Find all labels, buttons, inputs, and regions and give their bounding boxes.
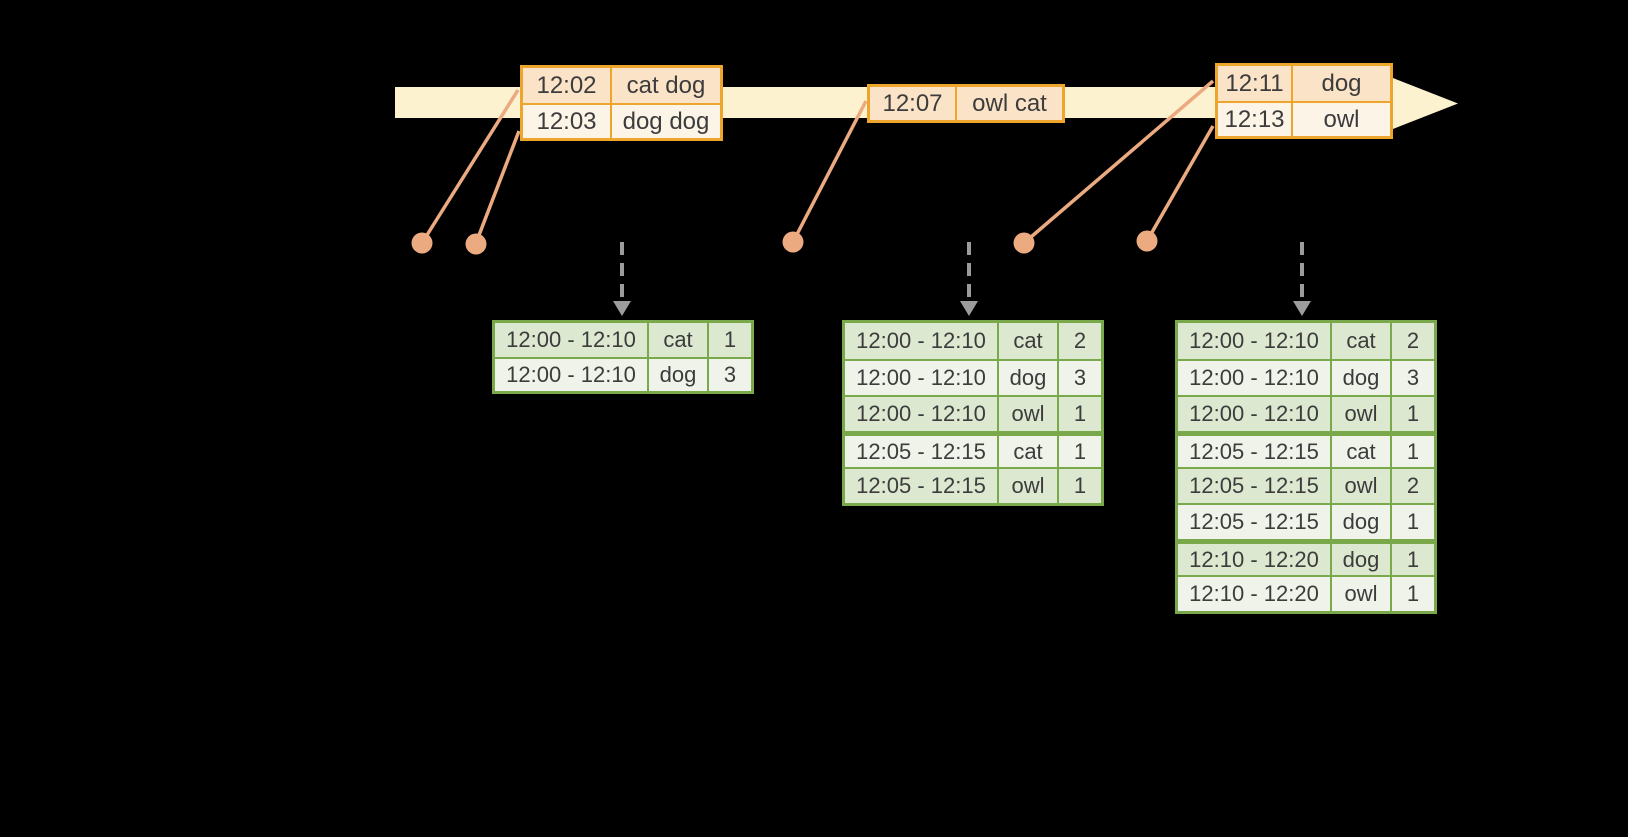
window-range: 12:00 - 12:10 [495,323,647,357]
event-connector-line [1145,125,1215,242]
event-connector-line [791,100,868,243]
count: 1 [1390,397,1434,431]
count: 1 [707,323,751,357]
result-row: 12:00 - 12:10 owl 1 [1178,395,1434,431]
window-range: 12:10 - 12:20 [1178,577,1330,611]
window-range: 12:00 - 12:10 [845,397,997,431]
window-range: 12:00 - 12:10 [1178,397,1330,431]
result-row: 12:00 - 12:10 dog 3 [845,359,1101,395]
event-words: owl [1291,103,1390,136]
word: owl [1330,577,1390,611]
event-words: dog dog [610,105,720,138]
window-range: 12:00 - 12:10 [845,323,997,359]
word: dog [997,361,1057,395]
event-words: dog [1291,66,1390,101]
event-connector-line [420,89,520,244]
word: owl [997,397,1057,431]
window-range: 12:05 - 12:15 [845,469,997,503]
count: 1 [1057,469,1101,503]
count: 3 [707,359,751,391]
trigger-arrow-icon [960,242,978,316]
count: 3 [1057,361,1101,395]
count: 1 [1390,544,1434,575]
word: cat [647,323,707,357]
trigger-arrow-icon [1293,242,1311,316]
event-row: 12:11 dog [1218,66,1390,101]
event-time: 12:13 [1218,103,1291,136]
event-row: 12:02 cat dog [523,68,720,103]
timeline-arrowhead-icon [1393,78,1458,129]
result-row: 12:05 - 12:15 dog 1 [1178,503,1434,539]
result-row: 12:10 - 12:20 owl 1 [1178,575,1434,611]
event-table-1: 12:02 cat dog 12:03 dog dog [520,65,723,141]
word: owl [1330,469,1390,503]
event-row: 12:13 owl [1218,101,1390,136]
word: owl [997,469,1057,503]
event-dot [465,233,487,255]
word: cat [997,323,1057,359]
result-row: 12:00 - 12:10 cat 2 [845,323,1101,359]
word: dog [1330,361,1390,395]
result-row: 12:00 - 12:10 cat 1 [495,323,751,357]
word: cat [1330,323,1390,359]
event-time: 12:11 [1218,66,1291,101]
result-row: 12:10 - 12:20 dog 1 [1178,539,1434,575]
result-row: 12:00 - 12:10 dog 3 [1178,359,1434,395]
window-range: 12:05 - 12:15 [845,436,997,467]
result-row: 12:00 - 12:10 dog 3 [495,357,751,391]
event-time: 12:02 [523,68,610,103]
word: owl [1330,397,1390,431]
result-table-1: 12:00 - 12:10 cat 1 12:00 - 12:10 dog 3 [492,320,754,394]
trigger-arrow-icon [613,242,631,316]
event-time: 12:03 [523,105,610,138]
trigger-arrows [613,242,1311,316]
window-range: 12:05 - 12:15 [1178,469,1330,503]
result-row: 12:00 - 12:10 cat 2 [1178,323,1434,359]
event-dots [411,230,1158,255]
window-range: 12:00 - 12:10 [1178,323,1330,359]
result-row: 12:05 - 12:15 cat 1 [845,431,1101,467]
result-row: 12:00 - 12:10 owl 1 [845,395,1101,431]
event-table-2: 12:07 owl cat [867,84,1065,123]
result-row: 12:05 - 12:15 owl 1 [845,467,1101,503]
count: 1 [1390,505,1434,539]
count: 2 [1390,323,1434,359]
event-connector-lines [420,79,1215,245]
event-dot [1136,230,1158,252]
count: 2 [1057,323,1101,359]
word: dog [1330,505,1390,539]
count: 1 [1390,436,1434,467]
word: cat [1330,436,1390,467]
word: dog [647,359,707,391]
result-table-3: 12:00 - 12:10 cat 2 12:00 - 12:10 dog 3 … [1175,320,1437,614]
event-row: 12:07 owl cat [870,87,1062,120]
event-words: cat dog [610,68,720,103]
count: 1 [1390,577,1434,611]
count: 2 [1390,469,1434,503]
window-range: 12:05 - 12:15 [1178,436,1330,467]
event-connector-line [474,130,521,244]
event-dot [1013,232,1035,254]
result-row: 12:05 - 12:15 owl 2 [1178,467,1434,503]
window-range: 12:00 - 12:10 [495,359,647,391]
window-range: 12:10 - 12:20 [1178,544,1330,575]
event-table-3: 12:11 dog 12:13 owl [1215,63,1393,139]
event-connector-line [1022,79,1215,245]
count: 1 [1057,397,1101,431]
result-row: 12:05 - 12:15 cat 1 [1178,431,1434,467]
result-table-2: 12:00 - 12:10 cat 2 12:00 - 12:10 dog 3 … [842,320,1104,506]
window-range: 12:00 - 12:10 [1178,361,1330,395]
count: 1 [1057,436,1101,467]
event-time: 12:07 [870,87,955,120]
word: cat [997,436,1057,467]
word: dog [1330,544,1390,575]
count: 3 [1390,361,1434,395]
event-dot [782,231,804,253]
window-range: 12:05 - 12:15 [1178,505,1330,539]
event-row: 12:03 dog dog [523,103,720,138]
event-words: owl cat [955,87,1062,120]
event-dot [411,232,433,254]
window-range: 12:00 - 12:10 [845,361,997,395]
